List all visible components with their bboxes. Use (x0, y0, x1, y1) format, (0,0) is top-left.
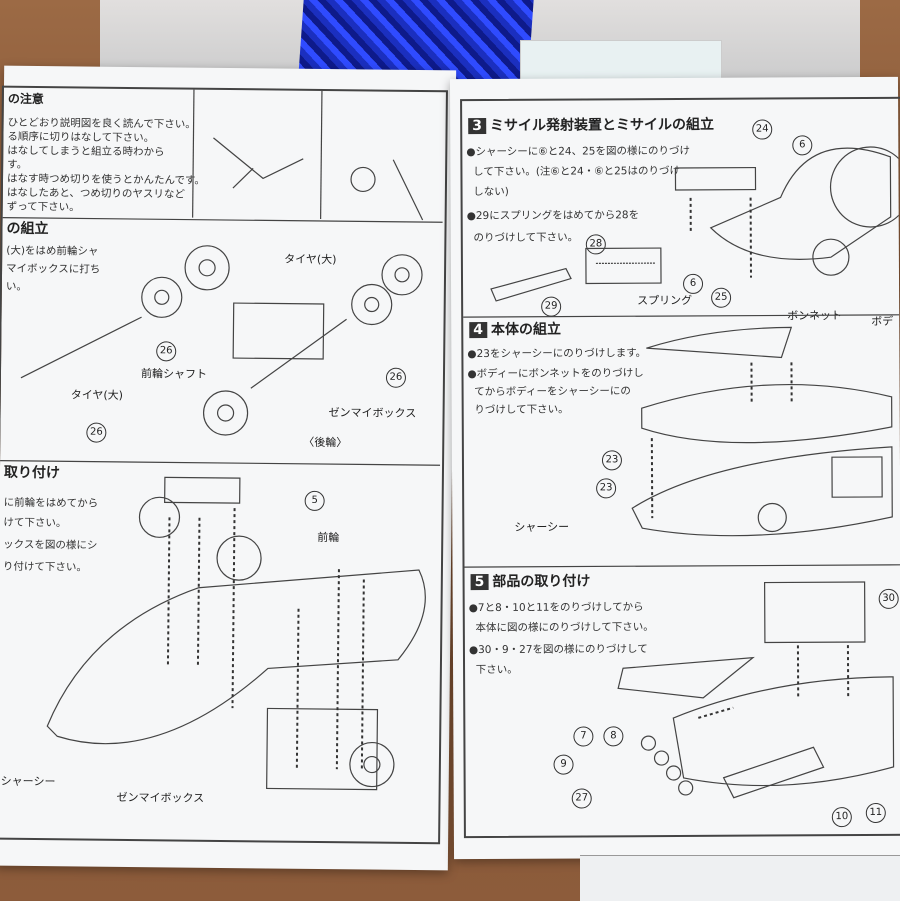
bottom-paper-corner (580, 855, 900, 901)
left-page-drawings (0, 66, 456, 871)
left-instruction-page: の注意 ひとどおり説明図を良く読んで下さい。 る順序に切りはなして下さい。 はな… (0, 66, 456, 871)
right-page-drawings (450, 77, 900, 859)
